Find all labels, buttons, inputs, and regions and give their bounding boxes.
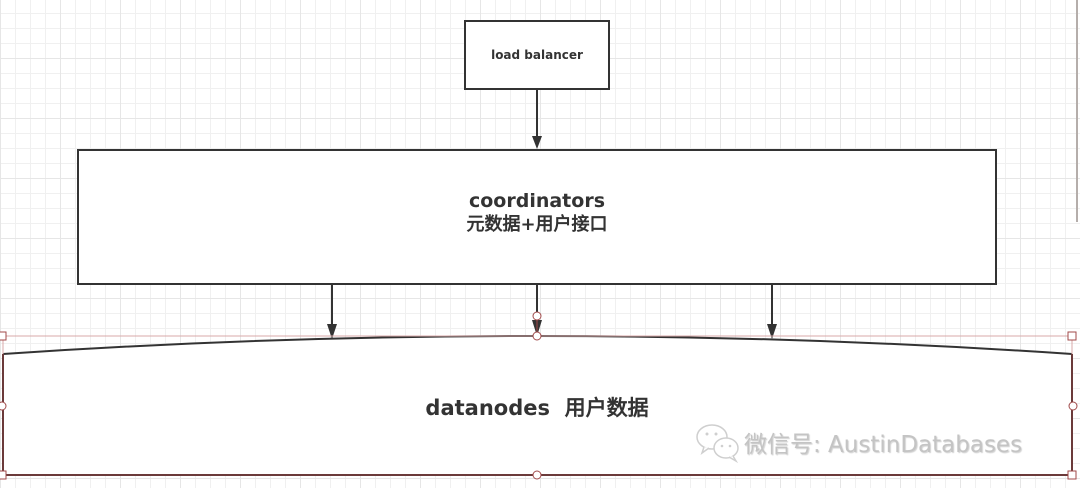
resize-handle-bottom-center[interactable] [532, 470, 542, 480]
coordinators-label: coordinators 元数据+用户接口 [78, 190, 996, 236]
resize-handle-bottom-left[interactable] [0, 470, 7, 480]
resize-handle-left-middle[interactable] [0, 401, 7, 411]
resize-handle-bottom-right[interactable] [1067, 470, 1077, 480]
coordinators-node[interactable] [77, 149, 997, 285]
watermark: 微信号: AustinDatabases [694, 420, 1022, 464]
arrowhead-lb-to-coordinators [532, 136, 542, 149]
coordinators-title: coordinators [468, 190, 605, 212]
arrowhead-left [327, 324, 337, 339]
load-balancer-label: load balancer [491, 48, 583, 62]
connection-handle-arrow[interactable] [532, 311, 542, 321]
arrowhead-right [767, 324, 777, 339]
vertical-scrollbar[interactable] [1076, 0, 1078, 222]
watermark-text: 微信号: AustinDatabases [744, 432, 1023, 458]
resize-handle-top-left[interactable] [0, 331, 7, 341]
coordinators-subtitle: 元数据+用户接口 [466, 214, 608, 235]
resize-handle-right-middle[interactable] [1068, 401, 1078, 411]
resize-handle-top-center[interactable] [532, 331, 542, 341]
datanodes-node[interactable] [3, 336, 1072, 475]
resize-handle-top-right[interactable] [1067, 331, 1077, 341]
load-balancer-node[interactable] [464, 20, 610, 90]
wechat-icon [696, 424, 739, 464]
datanodes-label: datanodes 用户数据 [425, 396, 649, 420]
